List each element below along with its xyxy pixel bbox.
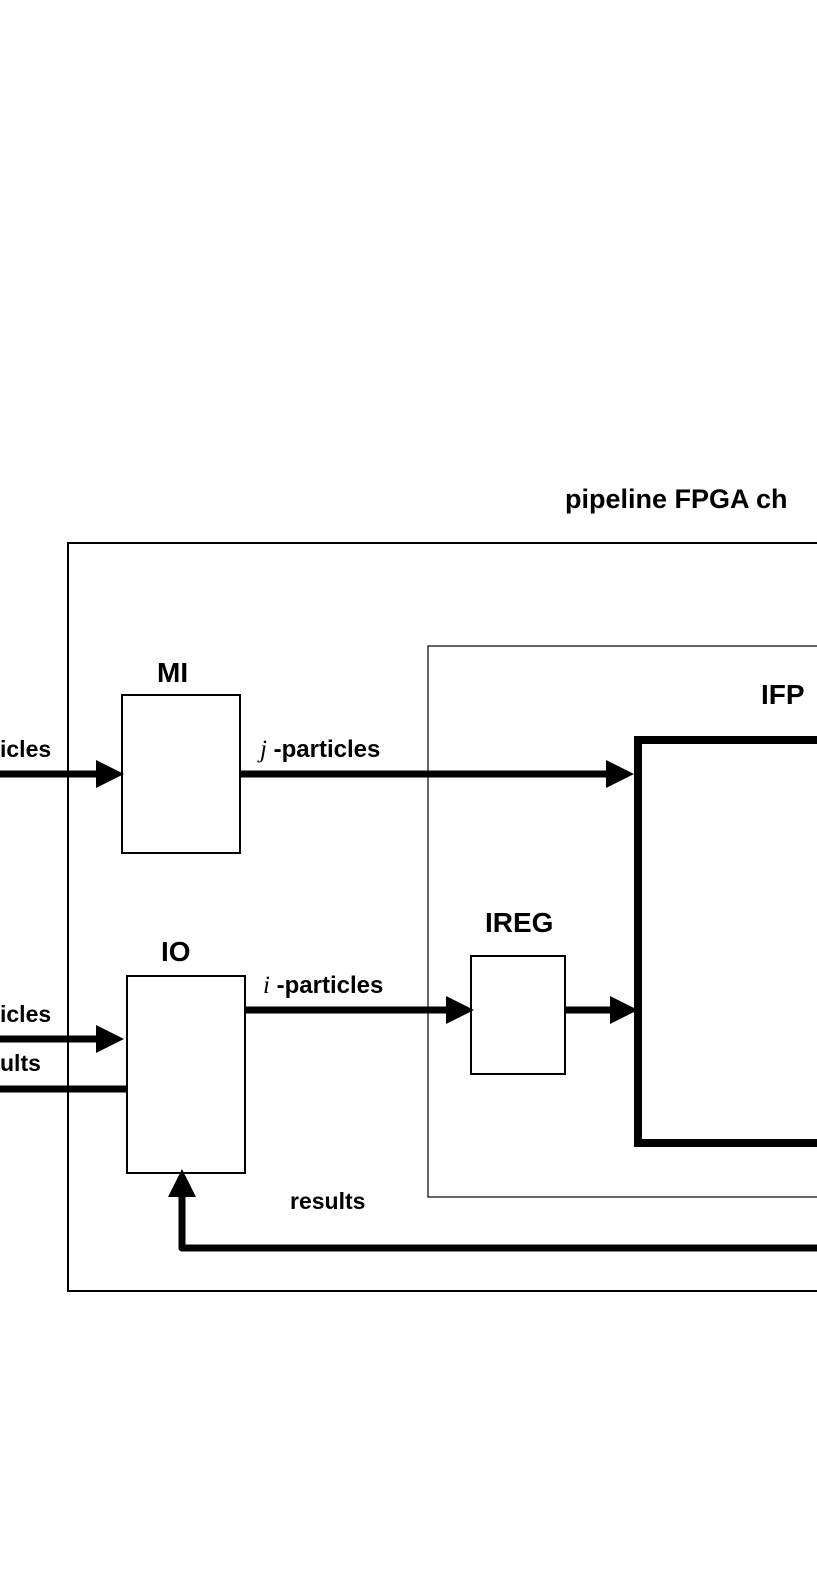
left-mid-signal-label: icles [0, 1001, 51, 1027]
results-feedback-line [178, 1196, 817, 1252]
j-particles-label: j -particles [257, 736, 380, 763]
left-top-signal-label: icles [0, 736, 51, 762]
results-label: results [290, 1188, 365, 1214]
chip-title: pipeline FPGA ch [565, 484, 788, 514]
ireg-label: IREG [485, 907, 553, 938]
io-label: IO [161, 936, 191, 967]
fpga-chip-boundary [67, 542, 817, 1292]
ifp-block [634, 736, 817, 1147]
i-symbol: i [263, 972, 270, 999]
j-particles-text: -particles [267, 736, 380, 763]
io-block [126, 975, 246, 1174]
ireg-block [470, 955, 566, 1075]
mi-block [121, 694, 241, 854]
mi-label: MI [157, 657, 188, 688]
left-bottom-signal-label: ults [0, 1050, 41, 1076]
pipeline-region-boundary [427, 645, 817, 1198]
j-symbol: j [257, 736, 267, 763]
i-particles-label: i -particles [263, 972, 383, 999]
ifp-label: IFP [761, 679, 805, 710]
i-particles-text: -particles [270, 972, 383, 999]
